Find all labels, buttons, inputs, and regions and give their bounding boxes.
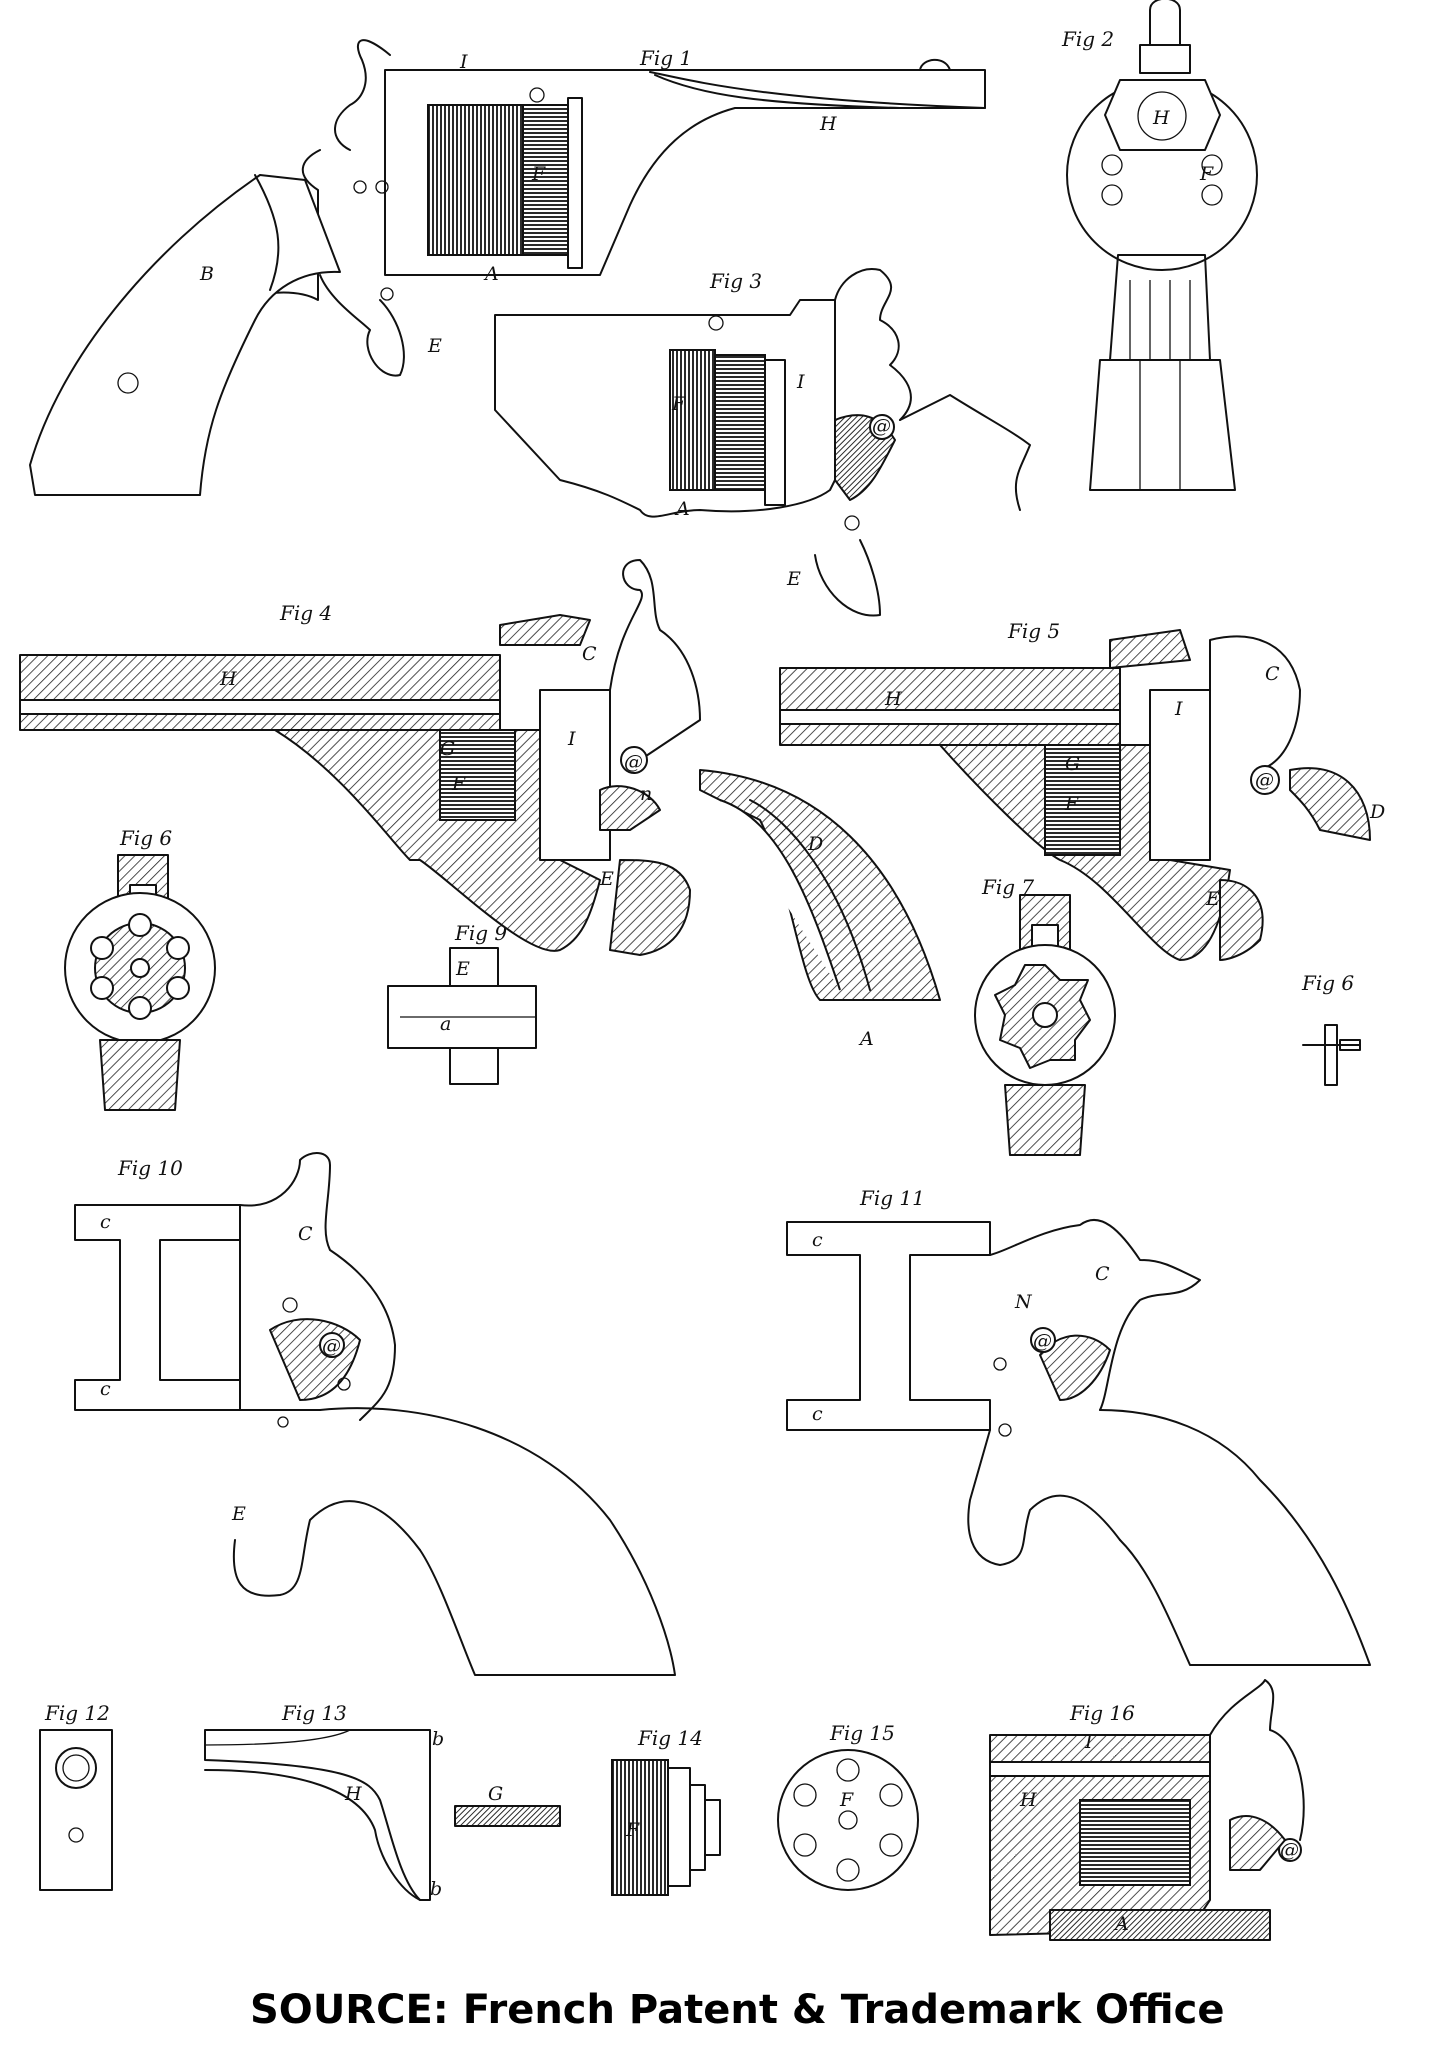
figure-15: Fig 15 F (777, 1721, 919, 1891)
figure-12: Fig 12 (39, 1701, 113, 1891)
fig4-label-C: C (582, 643, 597, 665)
fig1-label-A: A (483, 263, 499, 285)
figure-4: Fig 4 H C G F I @ n D E A (19, 559, 941, 1050)
fig3-title: Fig 3 (709, 269, 762, 293)
fig4-cylinder (439, 729, 516, 821)
fig16-title: Fig 16 (1069, 1701, 1135, 1725)
fig3-label-A: A (674, 498, 690, 520)
fig11-title: Fig 11 (859, 1186, 925, 1210)
source-caption: SOURCE: French Patent & Trademark Office (250, 1987, 1225, 2033)
fig4-label-A: A (858, 1028, 874, 1050)
fig5-title: Fig 5 (1007, 619, 1060, 643)
fig3-label-I: I (796, 371, 805, 393)
fig14-title: Fig 14 (637, 1726, 703, 1750)
fig1-cylinder (427, 104, 524, 256)
fig11-label-N: N (1014, 1291, 1033, 1313)
figure-3: Fig 3 I F A @ E (494, 268, 1031, 617)
fig10-label-E: E (231, 1503, 246, 1525)
fig15-title: Fig 15 (829, 1721, 895, 1745)
fig4-label-G: G (440, 738, 455, 760)
fig4-label-F: F (451, 773, 466, 795)
figure-16: Fig 16 I H @ A (989, 1679, 1305, 1941)
fig1-label-H: H (819, 113, 837, 135)
fig5-label-F: F (1064, 793, 1079, 815)
fig4-label-D: D (807, 833, 823, 855)
fig2-label-F: F (1199, 163, 1214, 185)
fig4-label-I: I (567, 728, 576, 750)
fig11-label-c-bottom: c (812, 1403, 823, 1425)
fig6a-title: Fig 6 (119, 826, 172, 850)
fig13-label-b-top: b (432, 1728, 444, 1750)
fig10-label-c-bottom: c (100, 1378, 111, 1400)
figure-1: Fig 1 I H F A B E (29, 39, 986, 496)
figure-2: Fig 2 H F (1061, 0, 1258, 491)
figure-11: Fig 11 C N @ c c (786, 1186, 1371, 1666)
fig13-title: Fig 13 (281, 1701, 347, 1725)
fig1-label-B: B (199, 263, 214, 285)
fig14-label-F: F (625, 1819, 640, 1841)
fig9-label-a: a (440, 1013, 451, 1035)
fig9-label-E: E (455, 958, 470, 980)
fig5-cylinder (1044, 744, 1121, 856)
figure-13: Fig 13 H b b G (204, 1701, 561, 1901)
fig5-label-circled-a: @ (1255, 769, 1274, 791)
fig5-label-G: G (1065, 753, 1080, 775)
fig16-label-circled-a: @ (1280, 1839, 1299, 1861)
fig1-label-I: I (459, 51, 468, 73)
fig5-label-I: I (1174, 698, 1183, 720)
fig3-label-F: F (671, 393, 686, 415)
fig3-label-E: E (786, 568, 801, 590)
fig10-label-C: C (298, 1223, 313, 1245)
fig1-cylinder-ratchet (522, 104, 569, 256)
fig2-title: Fig 2 (1061, 27, 1114, 51)
fig9-title: Fig 9 (454, 921, 507, 945)
fig13-label-G: G (488, 1783, 503, 1805)
fig2-label-H: H (1152, 107, 1170, 129)
fig7-title: Fig 7 (981, 875, 1034, 899)
fig16-cylinder (1079, 1799, 1191, 1886)
fig13-label-H: H (344, 1783, 362, 1805)
fig3-ratchet (714, 354, 766, 491)
fig13-label-b-bottom: b (430, 1878, 442, 1900)
fig4-label-n: n (640, 783, 652, 805)
figure-5: Fig 5 H C G F I @ D E (779, 619, 1385, 961)
fig16-label-H: H (1019, 1789, 1037, 1811)
figure-10: Fig 10 C @ c c E (74, 1152, 676, 1676)
fig11-label-C: C (1095, 1263, 1110, 1285)
fig11-label-c-top: c (812, 1229, 823, 1251)
fig14-cylinder (611, 1759, 669, 1896)
fig16-label-I: I (1084, 1731, 1093, 1753)
fig11-label-circled-a: @ (1033, 1330, 1052, 1352)
fig16-label-A: A (1113, 1913, 1129, 1935)
fig5-label-H: H (884, 688, 902, 710)
figure-14: Fig 14 F (611, 1726, 721, 1896)
fig3-cylinder (669, 349, 716, 491)
fig1-label-F: F (531, 163, 546, 185)
fig10-label-c-top: c (100, 1211, 111, 1233)
fig13-arbor (454, 1805, 561, 1827)
figure-6-right: Fig 6 (1301, 971, 1361, 1086)
fig5-label-D: D (1369, 801, 1385, 823)
fig3-label-circled-a: @ (872, 415, 891, 437)
fig4-label-circled-a: @ (624, 751, 643, 773)
fig1-label-E: E (427, 335, 442, 357)
patent-drawing: Fig 1 I H F A B E Fig 2 H F (19, 0, 1385, 1941)
fig10-title: Fig 10 (117, 1156, 183, 1180)
fig4-label-H: H (219, 668, 237, 690)
fig6b-title: Fig 6 (1301, 971, 1354, 995)
figure-6-left: Fig 6 (64, 826, 216, 1111)
fig4-label-E: E (599, 868, 614, 890)
fig15-label-F: F (839, 1789, 854, 1811)
fig5-label-C: C (1265, 663, 1280, 685)
figure-7: Fig 7 (974, 875, 1116, 1156)
figure-9: Fig 9 E a (387, 921, 537, 1085)
fig4-title: Fig 4 (279, 601, 332, 625)
fig1-title: Fig 1 (639, 46, 692, 70)
fig10-label-circled-a: @ (322, 1335, 341, 1357)
fig12-title: Fig 12 (44, 1701, 110, 1725)
fig5-label-E: E (1205, 888, 1220, 910)
